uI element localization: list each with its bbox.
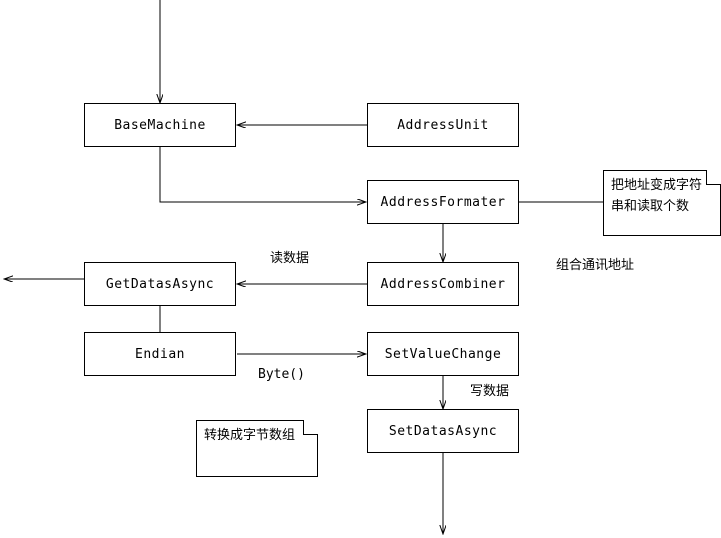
node-base-machine[interactable]: BaseMachine (84, 103, 236, 147)
note-address-string: 把地址变成字符串和读取个数 (603, 170, 721, 236)
note-byte-array-text: 转换成字节数组 (204, 428, 296, 443)
note-byte-array: 转换成字节数组 (196, 420, 318, 477)
node-set-value-change[interactable]: SetValueChange (367, 332, 519, 376)
node-set-datas-async[interactable]: SetDatasAsync (367, 409, 519, 453)
label-write-data: 写数据 (470, 384, 510, 399)
note-fold-corner-icon (706, 170, 721, 185)
edge-basemachine-to-addressformater (159, 147, 366, 202)
node-get-datas-async[interactable]: GetDatasAsync (84, 262, 236, 306)
note-fold-corner-icon (303, 420, 318, 435)
node-endian[interactable]: Endian (84, 332, 236, 376)
label-read-data: 读数据 (270, 251, 310, 266)
note-address-string-text: 把地址变成字符串和读取个数 (611, 178, 703, 214)
label-byte-function: Byte() (258, 367, 305, 382)
node-address-formater[interactable]: AddressFormater (367, 180, 519, 224)
node-address-unit[interactable]: AddressUnit (367, 103, 519, 147)
label-combine-address: 组合通讯地址 (556, 258, 635, 273)
node-address-combiner[interactable]: AddressCombiner (367, 262, 519, 306)
